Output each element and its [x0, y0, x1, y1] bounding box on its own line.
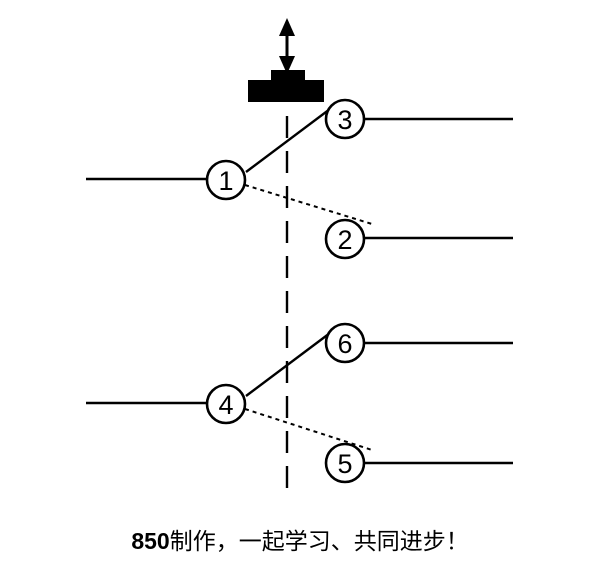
- terminal-2-label: 2: [337, 225, 352, 255]
- actuator-block-top: [271, 70, 305, 82]
- actuator: [248, 18, 324, 102]
- contact-blade-4-6: [245, 329, 335, 397]
- caption: 850制作，一起学习、共同进步！: [0, 522, 600, 556]
- lower-switch: [86, 329, 513, 465]
- open-path-4-5: [244, 408, 373, 451]
- terminal-3: 3: [324, 98, 366, 140]
- terminal-5-label: 5: [337, 449, 352, 479]
- terminal-1: 1: [205, 159, 247, 201]
- terminal-6-label: 6: [337, 329, 352, 359]
- terminal-4-label: 4: [218, 390, 233, 420]
- terminal-3-label: 3: [337, 105, 352, 135]
- caption-text: 制作，一起学习、共同进步！: [169, 529, 469, 555]
- contact-blade-1-3: [245, 105, 335, 173]
- terminal-5: 5: [324, 442, 366, 484]
- caption-number: 850: [131, 528, 170, 554]
- terminal-1-label: 1: [218, 166, 233, 196]
- actuator-block-base: [248, 80, 324, 102]
- upper-switch: [86, 105, 513, 240]
- double-arrow-icon: [279, 18, 295, 74]
- terminal-6: 6: [324, 322, 366, 364]
- terminal-4: 4: [205, 383, 247, 425]
- open-path-1-2: [244, 184, 373, 225]
- terminal-2: 2: [324, 218, 366, 260]
